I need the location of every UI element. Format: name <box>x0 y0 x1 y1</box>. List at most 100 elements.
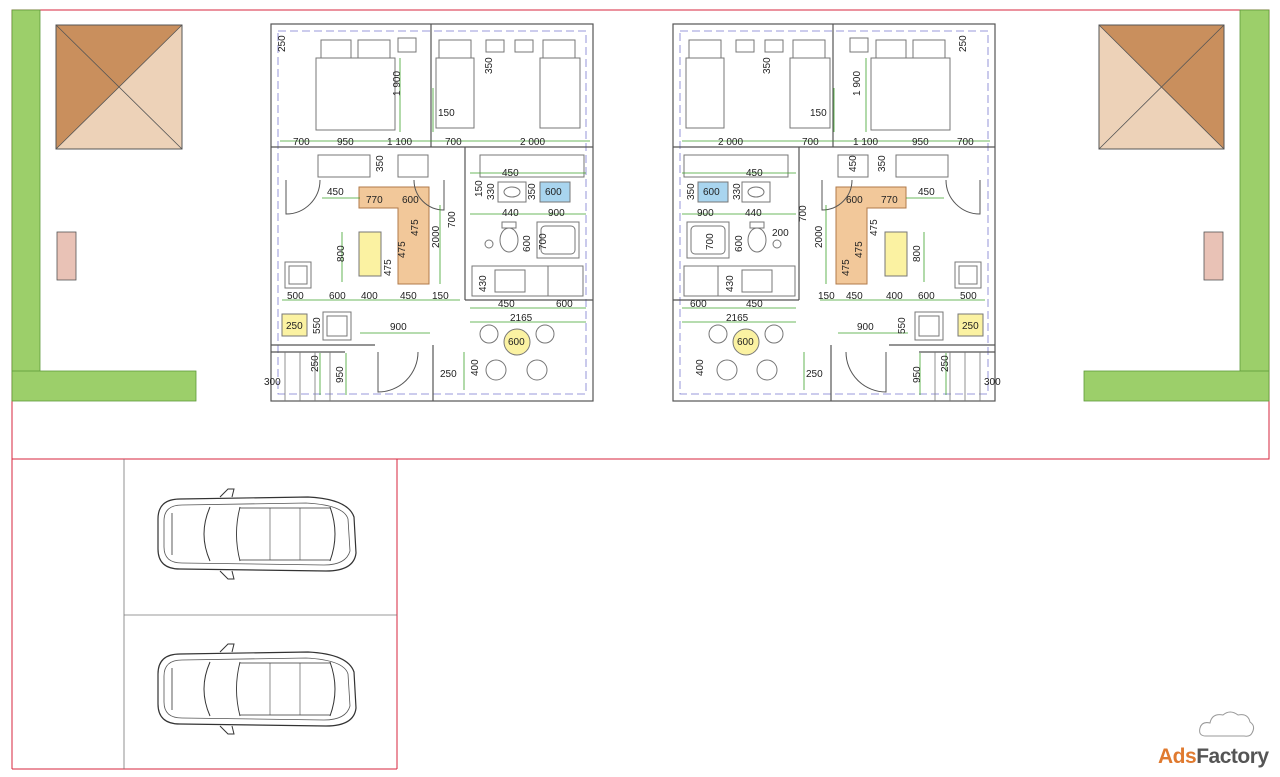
dim-label: 900 <box>857 322 874 333</box>
dim-label: 770 <box>881 195 898 206</box>
unit-left-armchairs <box>281 261 352 341</box>
unit-left-walls <box>270 23 594 402</box>
dim-label: 430 <box>478 275 489 292</box>
watermark-logo: AdsFactory <box>1158 745 1269 769</box>
dim-label: 700 <box>798 205 809 222</box>
unit-left-labels: 250 1 900 350 150 700 950 1 100 700 2 00… <box>264 35 573 388</box>
dim-label: 950 <box>335 366 346 383</box>
dim-label: 800 <box>336 245 347 262</box>
dim-label: 700 <box>293 137 310 148</box>
dim-label: 600 <box>703 187 720 198</box>
cloud-icon <box>1199 711 1255 737</box>
dim-label: 600 <box>556 299 573 310</box>
dim-label: 2000 <box>814 225 825 248</box>
unit-right-walls <box>672 23 996 402</box>
dim-label: 2165 <box>510 313 533 324</box>
unit-left-doors <box>285 179 445 393</box>
dim-label: 400 <box>361 291 378 302</box>
unit-left-dimlines <box>280 58 590 395</box>
dim-label: 700 <box>802 137 819 148</box>
lawn-right <box>1083 9 1270 402</box>
dim-label: 1 100 <box>387 137 412 148</box>
dim-label: 770 <box>366 195 383 206</box>
marker-left <box>56 231 77 281</box>
dim-label: 2165 <box>726 313 749 324</box>
car-bottom <box>157 643 357 735</box>
dim-label: 800 <box>912 245 923 262</box>
dim-label: 600 <box>734 235 745 252</box>
dim-label: 600 <box>846 195 863 206</box>
unit-right-kitchen <box>683 154 949 203</box>
dim-label: 900 <box>697 208 714 219</box>
dim-label: 330 <box>486 183 497 200</box>
dim-label: 200 <box>772 228 789 239</box>
unit-right-doors <box>821 179 981 393</box>
dim-label: 700 <box>447 211 458 228</box>
dim-label: 2 000 <box>520 137 545 148</box>
dim-label: 475 <box>854 241 865 258</box>
parking-lines <box>123 459 397 769</box>
dim-label: 1 900 <box>392 71 403 96</box>
gazebo-roof-left <box>55 24 183 150</box>
marker-right <box>1203 231 1224 281</box>
dim-label: 450 <box>327 187 344 198</box>
dim-label: 600 <box>690 299 707 310</box>
dim-label: 150 <box>474 180 485 197</box>
unit-right-armchairs <box>914 261 984 341</box>
dim-label: 500 <box>960 291 977 302</box>
dim-label: 450 <box>746 168 763 179</box>
dim-label: 900 <box>390 322 407 333</box>
dim-label: 600 <box>522 235 533 252</box>
dim-label: 250 <box>310 355 321 372</box>
dim-label: 350 <box>375 155 386 172</box>
dim-label: 700 <box>445 137 462 148</box>
unit-left-beds <box>315 37 581 131</box>
dim-label: 600 <box>402 195 419 206</box>
dim-label: 400 <box>886 291 903 302</box>
dim-label: 900 <box>548 208 565 219</box>
dim-label: 150 <box>432 291 449 302</box>
unit-right-dimlines <box>682 58 990 395</box>
unit-right: 350 150 1 900 250 2 000 700 1 100 950 70… <box>672 23 1001 402</box>
dim-label: 250 <box>962 321 979 332</box>
dim-label: 600 <box>508 337 525 348</box>
watermark-part1: Ads <box>1158 745 1197 768</box>
dim-label: 350 <box>762 57 773 74</box>
watermark-part2: Factory <box>1196 745 1269 768</box>
dim-label: 950 <box>337 137 354 148</box>
unit-left-dining <box>479 324 555 381</box>
dim-label: 300 <box>264 377 281 388</box>
unit-right-labels: 350 150 1 900 250 2 000 700 1 100 950 70… <box>686 35 1001 388</box>
dim-label: 330 <box>732 183 743 200</box>
dim-label: 450 <box>502 168 519 179</box>
dim-label: 2000 <box>431 225 442 248</box>
unit-right-dining <box>708 324 784 381</box>
dim-label: 600 <box>329 291 346 302</box>
dim-label: 475 <box>410 219 421 236</box>
dim-label: 150 <box>818 291 835 302</box>
dim-label: 440 <box>745 208 762 219</box>
dim-label: 700 <box>705 233 716 250</box>
dim-label: 1 900 <box>852 71 863 96</box>
dim-label: 350 <box>527 183 538 200</box>
dim-label: 2 000 <box>718 137 743 148</box>
unit-right-stairs <box>934 352 981 401</box>
unit-right-bathroom <box>683 221 796 297</box>
dim-label: 250 <box>940 355 951 372</box>
dim-label: 250 <box>806 369 823 380</box>
dim-label: 475 <box>397 241 408 258</box>
car-top <box>157 488 357 580</box>
unit-left-kitchen <box>317 154 585 203</box>
unit-left-sofa <box>358 186 430 285</box>
dim-label: 600 <box>918 291 935 302</box>
dim-label: 1 100 <box>853 137 878 148</box>
unit-right-beds <box>685 37 951 131</box>
dim-label: 500 <box>287 291 304 302</box>
dim-label: 950 <box>912 366 923 383</box>
dim-label: 950 <box>912 137 929 148</box>
dim-label: 350 <box>484 57 495 74</box>
dim-label: 450 <box>918 187 935 198</box>
dim-label: 600 <box>545 187 562 198</box>
dim-label: 250 <box>440 369 457 380</box>
dim-label: 450 <box>848 155 859 172</box>
